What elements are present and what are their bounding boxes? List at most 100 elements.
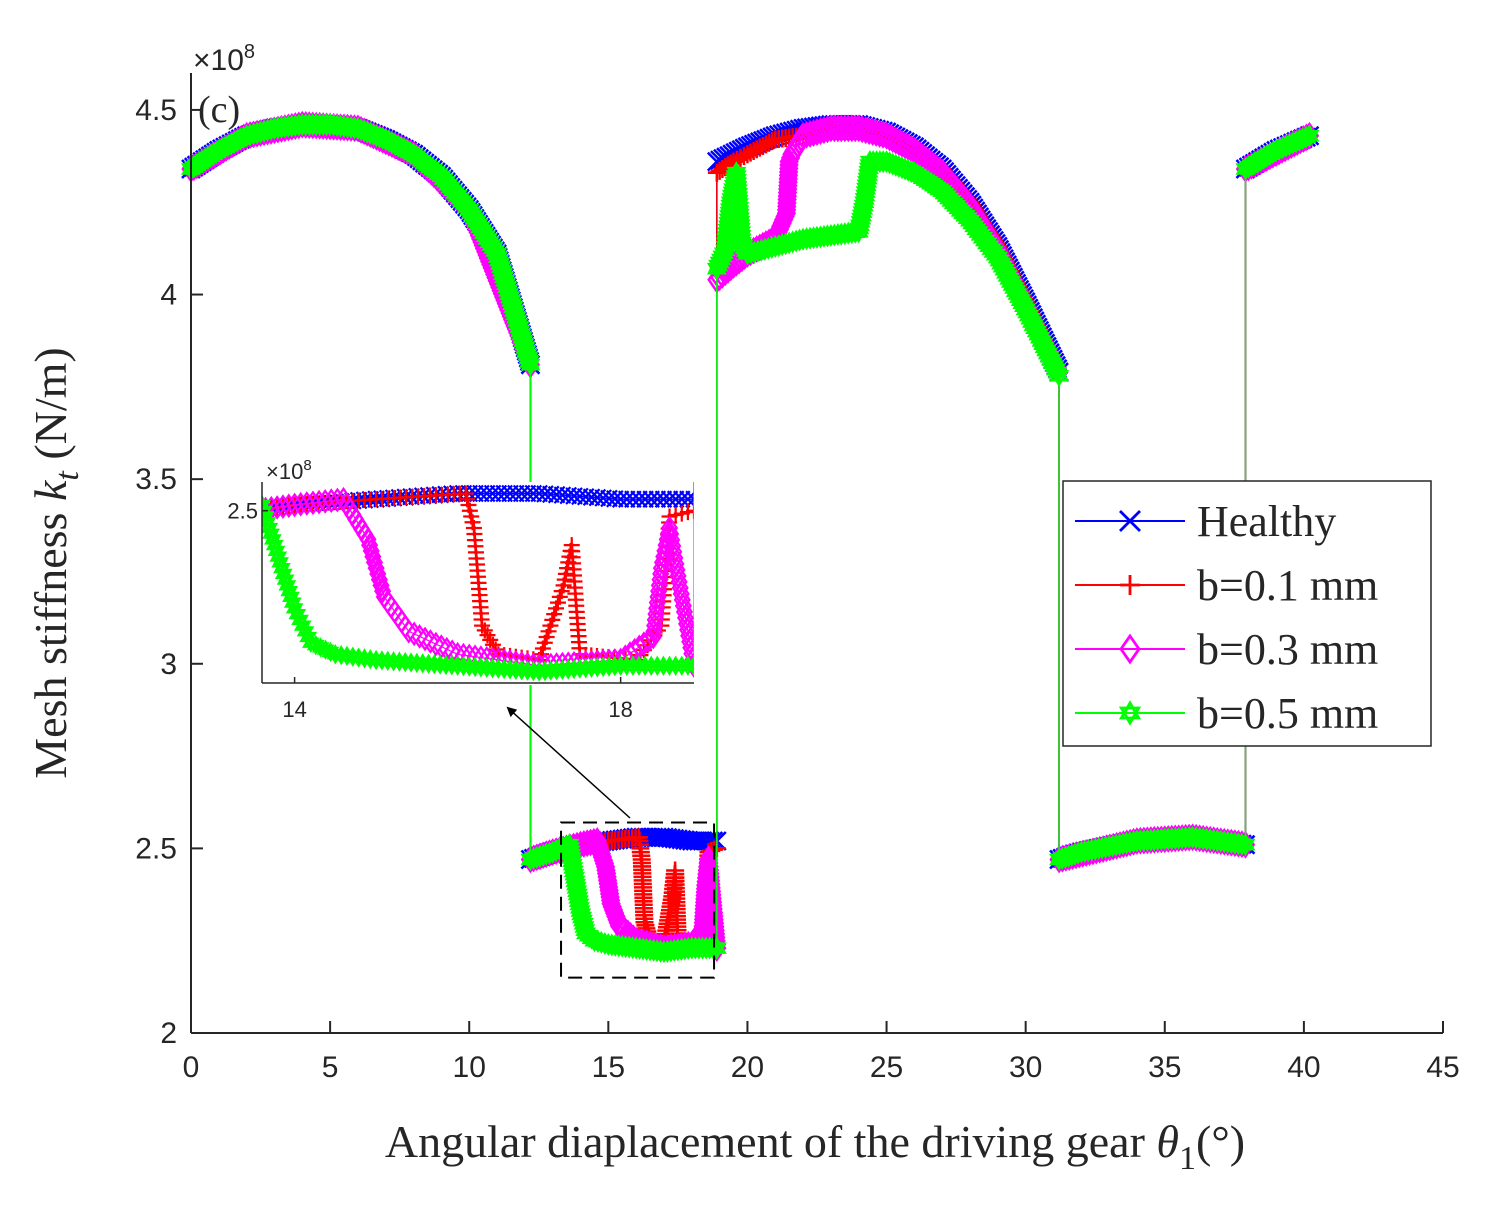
x-tick-label: 45 — [1426, 1051, 1459, 1084]
series-marker — [193, 511, 209, 527]
series-marker — [292, 491, 310, 517]
series-marker — [405, 621, 423, 647]
x-tick-label: 10 — [453, 1051, 486, 1084]
series-marker — [427, 631, 445, 657]
series-marker — [170, 512, 184, 533]
series-marker — [141, 520, 155, 536]
series-marker — [856, 116, 876, 145]
series-marker — [869, 120, 890, 148]
series-marker — [421, 629, 440, 654]
legend-item: b=0.1 mm — [1075, 561, 1378, 610]
y-tick-label: 2.5 — [135, 832, 177, 865]
series-marker — [157, 517, 173, 533]
series-marker — [364, 544, 382, 570]
series-marker — [1118, 700, 1142, 726]
series-marker — [182, 513, 196, 529]
series-marker — [200, 507, 214, 528]
y-tick-label: 4 — [160, 279, 177, 312]
legend-item: b=0.3 mm — [1075, 625, 1378, 674]
legend-label: b=0.5 mm — [1197, 689, 1378, 738]
y-tick-label: 4.5 — [135, 94, 177, 127]
series-marker — [863, 118, 883, 146]
series-marker — [1120, 575, 1140, 595]
y-tick-label: 2 — [160, 1017, 177, 1050]
x-tick-label: 35 — [1148, 1051, 1181, 1084]
series-marker — [328, 487, 346, 513]
legend-items: Healthy b=0.1 mm b=0.3 mm b=0.5 mm — [1075, 497, 1378, 738]
series-marker — [304, 490, 322, 516]
series-marker — [152, 518, 168, 534]
series-marker — [400, 618, 418, 644]
series-marker — [873, 120, 893, 149]
legend-item: Healthy — [1075, 497, 1336, 546]
series-marker — [205, 508, 221, 524]
series-marker — [199, 510, 215, 526]
inset-x-tick-label: 18 — [608, 697, 632, 722]
series-0 — [140, 482, 694, 536]
series-marker — [640, 627, 658, 653]
legend-label: b=0.1 mm — [1197, 561, 1378, 610]
y-tick-label: 3.5 — [135, 463, 177, 496]
series-marker — [1119, 510, 1141, 532]
zoom-box — [560, 821, 716, 979]
series-marker — [165, 516, 179, 532]
series-marker — [416, 626, 434, 652]
series-marker — [140, 520, 156, 536]
series-marker — [153, 518, 167, 534]
series-marker — [206, 506, 220, 527]
series-marker — [411, 624, 429, 649]
series-marker — [369, 561, 387, 587]
series-marker — [158, 517, 174, 533]
series-marker — [211, 508, 227, 524]
series-marker — [147, 516, 161, 537]
legend-item: b=0.5 mm — [1075, 689, 1378, 738]
series-marker — [140, 520, 156, 536]
series-marker — [298, 491, 316, 516]
series-marker — [852, 115, 872, 144]
y-ticks: 2 2.5 3 3.5 4 4.5 — [135, 94, 203, 1050]
y-tick-label: 3 — [160, 648, 177, 681]
series-marker — [316, 489, 334, 514]
series-marker — [187, 513, 203, 529]
series-marker — [686, 502, 694, 519]
zoom-arrow — [506, 706, 631, 819]
series-marker — [175, 514, 191, 530]
series-marker — [365, 550, 384, 575]
series-marker — [212, 505, 226, 526]
series-3 — [181, 113, 1320, 964]
series-layer — [181, 110, 1320, 964]
series-marker — [706, 936, 727, 960]
x-tick-label: 30 — [1009, 1051, 1042, 1084]
legend-label: b=0.3 mm — [1197, 625, 1378, 674]
series-marker — [520, 353, 541, 377]
series-marker — [181, 514, 197, 530]
series-marker — [164, 516, 180, 532]
x-tick-label: 20 — [731, 1051, 764, 1084]
series-marker — [153, 515, 167, 536]
series-marker — [310, 489, 328, 515]
series-marker — [892, 130, 912, 158]
legend-label: Healthy — [1197, 497, 1336, 546]
inset-y-tick-label: 2.5 — [227, 499, 258, 524]
series-marker — [163, 516, 179, 532]
series-marker — [372, 573, 390, 598]
x-tick-label: 15 — [592, 1051, 625, 1084]
series-marker — [859, 117, 879, 146]
series-marker — [194, 508, 208, 529]
series-marker — [1235, 833, 1256, 857]
series-marker — [886, 126, 906, 155]
series-marker — [194, 511, 208, 527]
series-marker — [206, 508, 220, 524]
series-marker — [895, 131, 915, 160]
x-tick-label: 40 — [1287, 1051, 1320, 1084]
x-tick-label: 0 — [183, 1051, 200, 1084]
series-marker — [146, 519, 162, 535]
x-axis-label: Angular diaplacement of the driving gear… — [385, 1116, 1245, 1177]
series-marker — [158, 514, 172, 535]
series-marker — [169, 515, 185, 531]
series-marker — [175, 514, 191, 530]
series-marker — [1049, 364, 1070, 388]
